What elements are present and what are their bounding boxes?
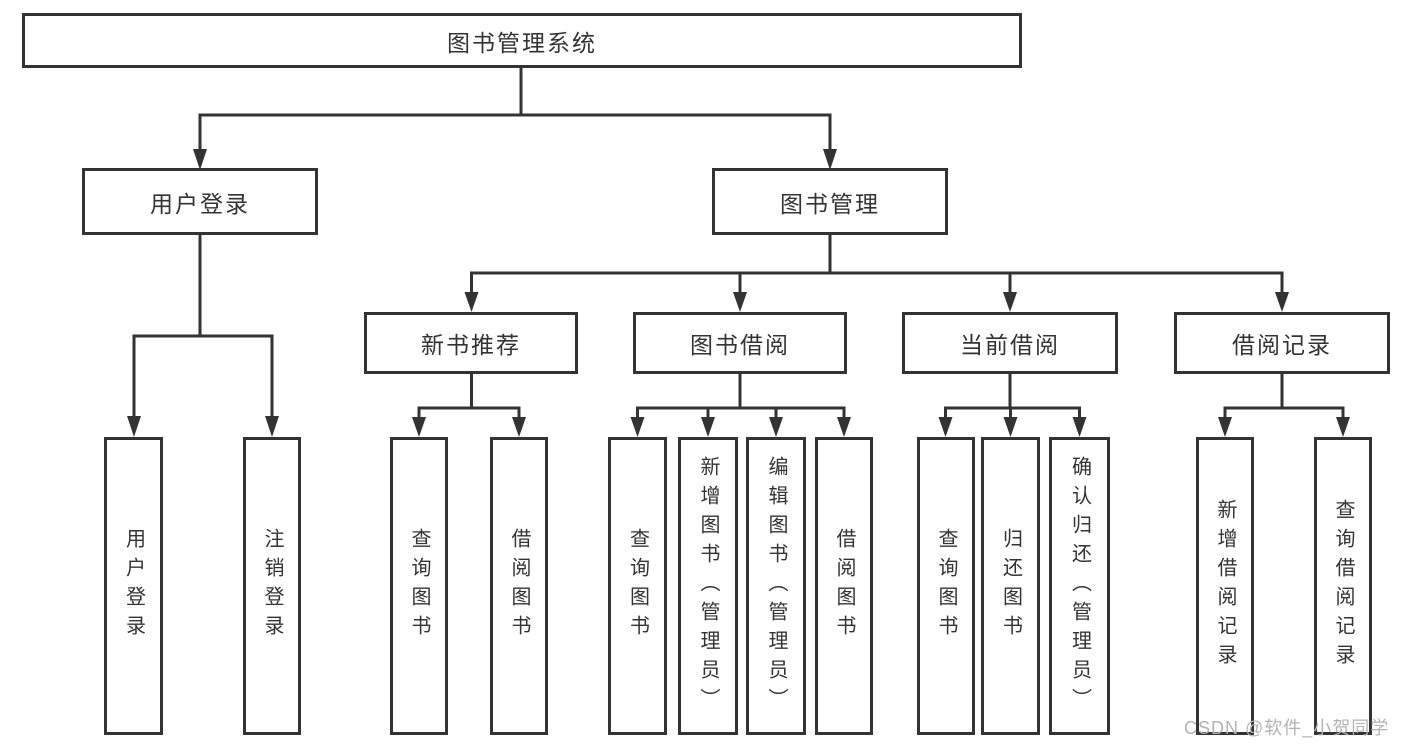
node-login: 用户登录 — [104, 437, 163, 735]
node-recommend-query-books: 查询图书 — [390, 437, 448, 735]
node-recommend-borrow-books-label: 借阅图书 — [508, 528, 530, 644]
node-records-add-record-label: 新增借阅记录 — [1214, 499, 1236, 673]
node-logout: 注销登录 — [243, 437, 301, 735]
node-logout-label: 注销登录 — [261, 528, 283, 644]
node-login-label: 用户登录 — [122, 528, 145, 644]
node-book-management: 图书管理 — [712, 168, 948, 235]
node-root: 图书管理系统 — [22, 13, 1022, 68]
node-borrow-records: 借阅记录 — [1174, 312, 1390, 374]
node-current-return-books-label: 归还图书 — [999, 528, 1022, 644]
node-borrowing-borrow-books: 借阅图书 — [815, 437, 873, 735]
node-records-query-record-label: 查询借阅记录 — [1332, 499, 1354, 673]
csdn-watermark: CSDN @软件_小贺同学 — [1184, 718, 1390, 738]
node-borrowing-add-books-label: 新增图书（管理员） — [697, 455, 719, 717]
node-current-query-books: 查询图书 — [917, 437, 975, 735]
node-records-query-record: 查询借阅记录 — [1314, 437, 1372, 735]
node-borrowing-query-books: 查询图书 — [608, 437, 667, 735]
node-recommend-query-books-label: 查询图书 — [408, 528, 430, 644]
node-book-borrowing: 图书借阅 — [633, 312, 847, 374]
node-new-book-recommend: 新书推荐 — [364, 312, 578, 374]
node-records-add-record: 新增借阅记录 — [1196, 437, 1254, 735]
node-current-confirm-return-label: 确认归还（管理员） — [1068, 455, 1091, 717]
node-recommend-borrow-books: 借阅图书 — [490, 437, 548, 735]
node-borrowing-edit-books: 编辑图书（管理员） — [746, 437, 806, 735]
node-borrowing-borrow-books-label: 借阅图书 — [833, 528, 855, 644]
node-current-borrowing: 当前借阅 — [902, 312, 1118, 374]
node-user-login: 用户登录 — [82, 168, 318, 235]
node-borrowing-add-books: 新增图书（管理员） — [678, 437, 738, 735]
node-borrowing-query-books-label: 查询图书 — [626, 528, 649, 644]
node-borrowing-edit-books-label: 编辑图书（管理员） — [765, 455, 787, 717]
node-current-confirm-return: 确认归还（管理员） — [1049, 437, 1110, 735]
node-current-return-books: 归还图书 — [981, 437, 1040, 735]
node-current-query-books-label: 查询图书 — [935, 528, 957, 644]
